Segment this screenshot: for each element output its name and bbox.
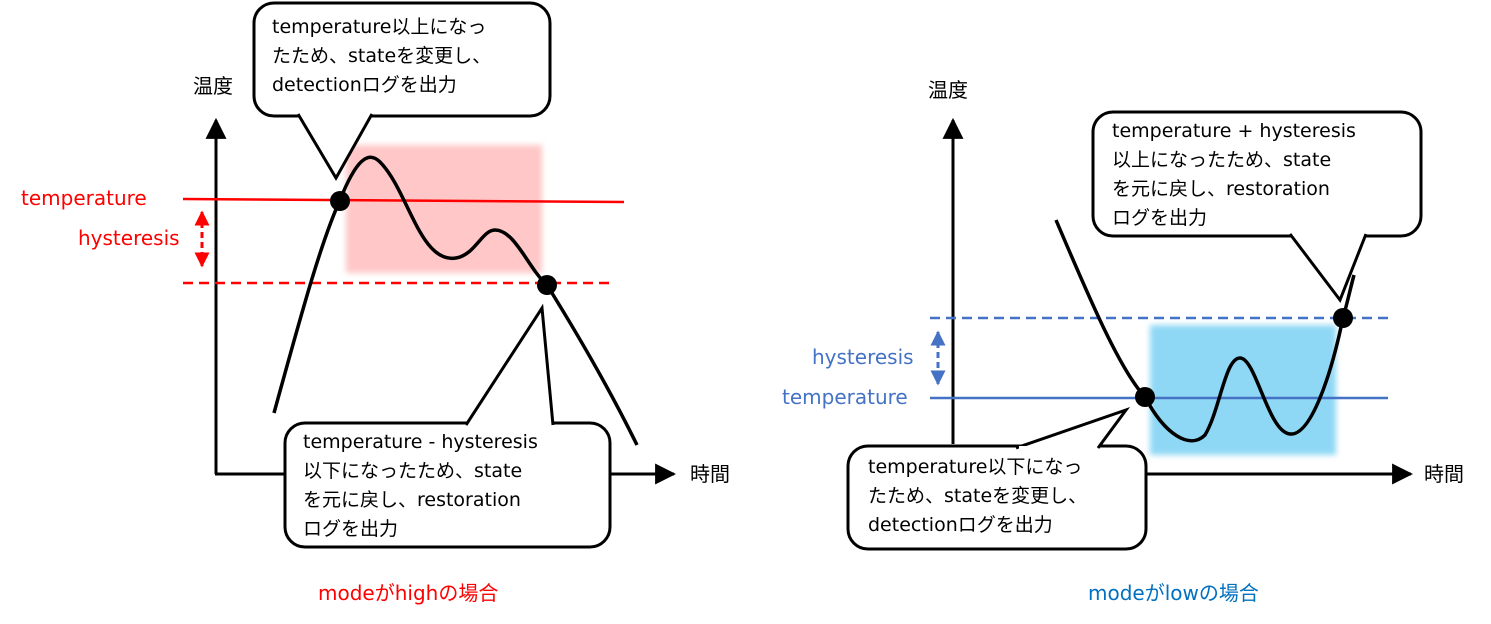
left-callout-top-text: temperature以上になっ たため、stateを変更し、 detectio…: [272, 16, 492, 96]
left-x-axis-label: 時間: [690, 462, 730, 486]
left-panel: [182, 1, 677, 549]
left-callout-top-tail: [296, 113, 374, 181]
left-hysteresis-label: hysteresis: [78, 226, 180, 250]
right-y-axis-label: 温度: [928, 78, 968, 102]
right-x-axis-label: 時間: [1424, 462, 1464, 486]
left-temperature-curve: [272, 155, 639, 446]
right-detection-point: [1135, 387, 1155, 407]
right-temperature-curve: [1054, 219, 1356, 443]
right-hysteresis-label: hysteresis: [812, 345, 914, 369]
left-callout-bottom-box: [283, 421, 612, 549]
right-caption: modeがlowの場合: [1088, 581, 1259, 605]
right-callout-top-box: [1091, 110, 1423, 238]
right-temperature-label: temperature: [782, 385, 908, 409]
left-y-axis-label: 温度: [193, 74, 233, 98]
high-detection-region: [346, 145, 542, 273]
right-panel: [846, 110, 1423, 551]
left-restoration-point: [537, 275, 557, 295]
left-caption: modeがhighの場合: [318, 581, 499, 605]
left-detection-point: [330, 191, 350, 211]
left-temperature-label: temperature: [21, 186, 147, 210]
left-callout-bottom-tail: [464, 303, 555, 426]
right-callout-top-text: temperature + hysteresis 以上になったため、state …: [1112, 120, 1356, 229]
right-callout-bottom-text: temperature以下になっ たため、stateを変更し、 detectio…: [868, 456, 1088, 536]
left-callout-bottom-text: temperature - hysteresis 以下になったため、state …: [303, 431, 538, 540]
right-callout-bottom-box: [846, 444, 1148, 551]
right-callout-bottom-tail: [1015, 407, 1131, 450]
right-restoration-point: [1333, 308, 1353, 328]
left-callout-top-box: [252, 1, 552, 118]
right-callout-top-tail: [1288, 233, 1368, 304]
low-detection-region: [1150, 325, 1336, 455]
